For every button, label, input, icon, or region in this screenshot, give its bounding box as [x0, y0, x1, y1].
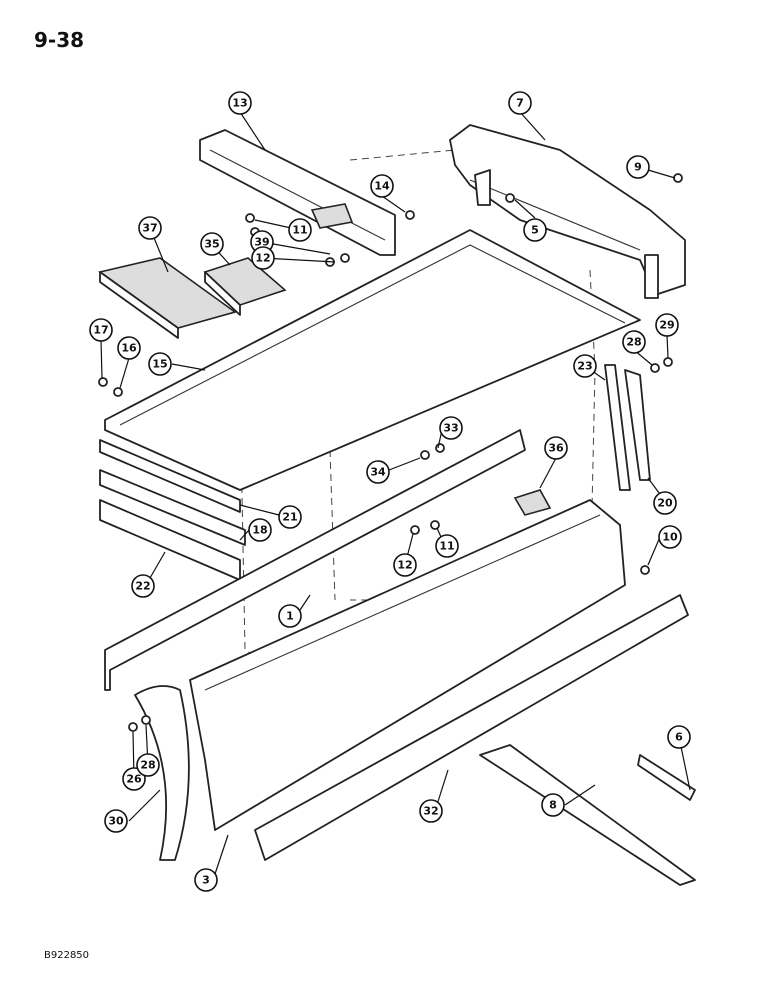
callout-18: 18 — [248, 518, 272, 542]
callout-26: 26 — [122, 767, 146, 791]
part-6-rod — [637, 754, 696, 801]
callout-35: 35 — [200, 232, 224, 256]
svg-text:14: 14 — [374, 180, 390, 193]
callout-9: 9 — [626, 155, 650, 179]
part-21-strip — [99, 439, 241, 513]
svg-text:37: 37 — [142, 222, 157, 235]
part-37-filter-pad — [98, 257, 237, 339]
part-18-strip — [99, 469, 246, 546]
svg-text:28: 28 — [626, 336, 641, 349]
svg-text:12: 12 — [397, 559, 412, 572]
callout-32: 32 — [419, 799, 443, 823]
callout-28: 28 — [622, 330, 646, 354]
svg-text:23: 23 — [577, 360, 592, 373]
svg-text:39: 39 — [254, 236, 269, 249]
svg-text:11: 11 — [439, 540, 454, 553]
svg-text:26: 26 — [126, 773, 142, 786]
callout-3: 3 — [194, 868, 218, 892]
svg-text:12: 12 — [255, 252, 270, 265]
svg-text:6: 6 — [675, 731, 683, 744]
callout-15: 15 — [148, 352, 172, 376]
part-35-filter-block — [203, 257, 287, 316]
svg-text:36: 36 — [548, 442, 564, 455]
figure-code: B922850 — [44, 950, 90, 961]
svg-text:21: 21 — [282, 511, 297, 524]
callout-17: 17 — [89, 318, 113, 342]
callout-12: 12 — [251, 246, 275, 270]
svg-text:7: 7 — [516, 97, 524, 110]
svg-text:18: 18 — [252, 524, 267, 537]
svg-text:34: 34 — [370, 466, 386, 479]
part-13-upper-panel — [199, 129, 396, 256]
callout-11-lower: 11 — [435, 534, 459, 558]
callout-37: 37 — [138, 216, 162, 240]
hardware-fasteners — [98, 173, 683, 732]
part-36-block — [513, 489, 552, 516]
svg-text:15: 15 — [152, 358, 167, 371]
svg-text:20: 20 — [657, 497, 673, 510]
callout-8: 8 — [541, 793, 565, 817]
callout-34: 34 — [366, 460, 390, 484]
callout-16: 16 — [117, 336, 141, 360]
callout-7: 7 — [508, 91, 532, 115]
svg-text:29: 29 — [659, 319, 674, 332]
part-7-top-cover — [449, 124, 686, 299]
part-15-roof-panel — [104, 229, 641, 491]
callout-30: 30 — [104, 809, 128, 833]
svg-text:11: 11 — [292, 224, 307, 237]
callout-21: 21 — [278, 505, 302, 529]
svg-text:22: 22 — [135, 580, 150, 593]
callout-14: 14 — [370, 174, 394, 198]
part-30-curved-trim — [134, 685, 190, 861]
svg-text:16: 16 — [121, 342, 137, 355]
callout-36: 36 — [544, 436, 568, 460]
svg-text:17: 17 — [93, 324, 108, 337]
callout-1: 1 — [278, 604, 302, 628]
part-23-vertical-strip — [604, 364, 631, 491]
svg-text:9: 9 — [634, 161, 642, 174]
callout-11: 11 — [288, 218, 312, 242]
part-1-side-rail — [104, 429, 526, 691]
callout-10: 10 — [658, 525, 682, 549]
part-20-vertical-strip — [624, 369, 651, 481]
page-number: 9-38 — [34, 28, 85, 52]
callout-12-lower: 12 — [393, 553, 417, 577]
svg-text:8: 8 — [549, 799, 557, 812]
callout-5: 5 — [523, 218, 547, 242]
svg-text:3: 3 — [202, 874, 210, 887]
svg-text:32: 32 — [423, 805, 438, 818]
callout-33: 33 — [439, 416, 463, 440]
svg-text:13: 13 — [232, 97, 247, 110]
svg-text:5: 5 — [531, 224, 539, 237]
callout-13: 13 — [228, 91, 252, 115]
svg-text:30: 30 — [108, 815, 124, 828]
callout-20: 20 — [653, 491, 677, 515]
svg-text:10: 10 — [662, 531, 678, 544]
svg-text:28: 28 — [140, 759, 155, 772]
svg-text:33: 33 — [443, 422, 458, 435]
svg-text:35: 35 — [204, 238, 219, 251]
callout-22: 22 — [131, 574, 155, 598]
callout-6: 6 — [667, 725, 691, 749]
svg-text:1: 1 — [286, 610, 294, 623]
callout-23: 23 — [573, 354, 597, 378]
part-8-rod — [479, 744, 696, 886]
part-3-side-panel — [189, 499, 626, 831]
part-32-lower-strip — [254, 594, 689, 861]
callout-29: 29 — [655, 313, 679, 337]
callout-28-lower: 28 — [136, 753, 160, 777]
